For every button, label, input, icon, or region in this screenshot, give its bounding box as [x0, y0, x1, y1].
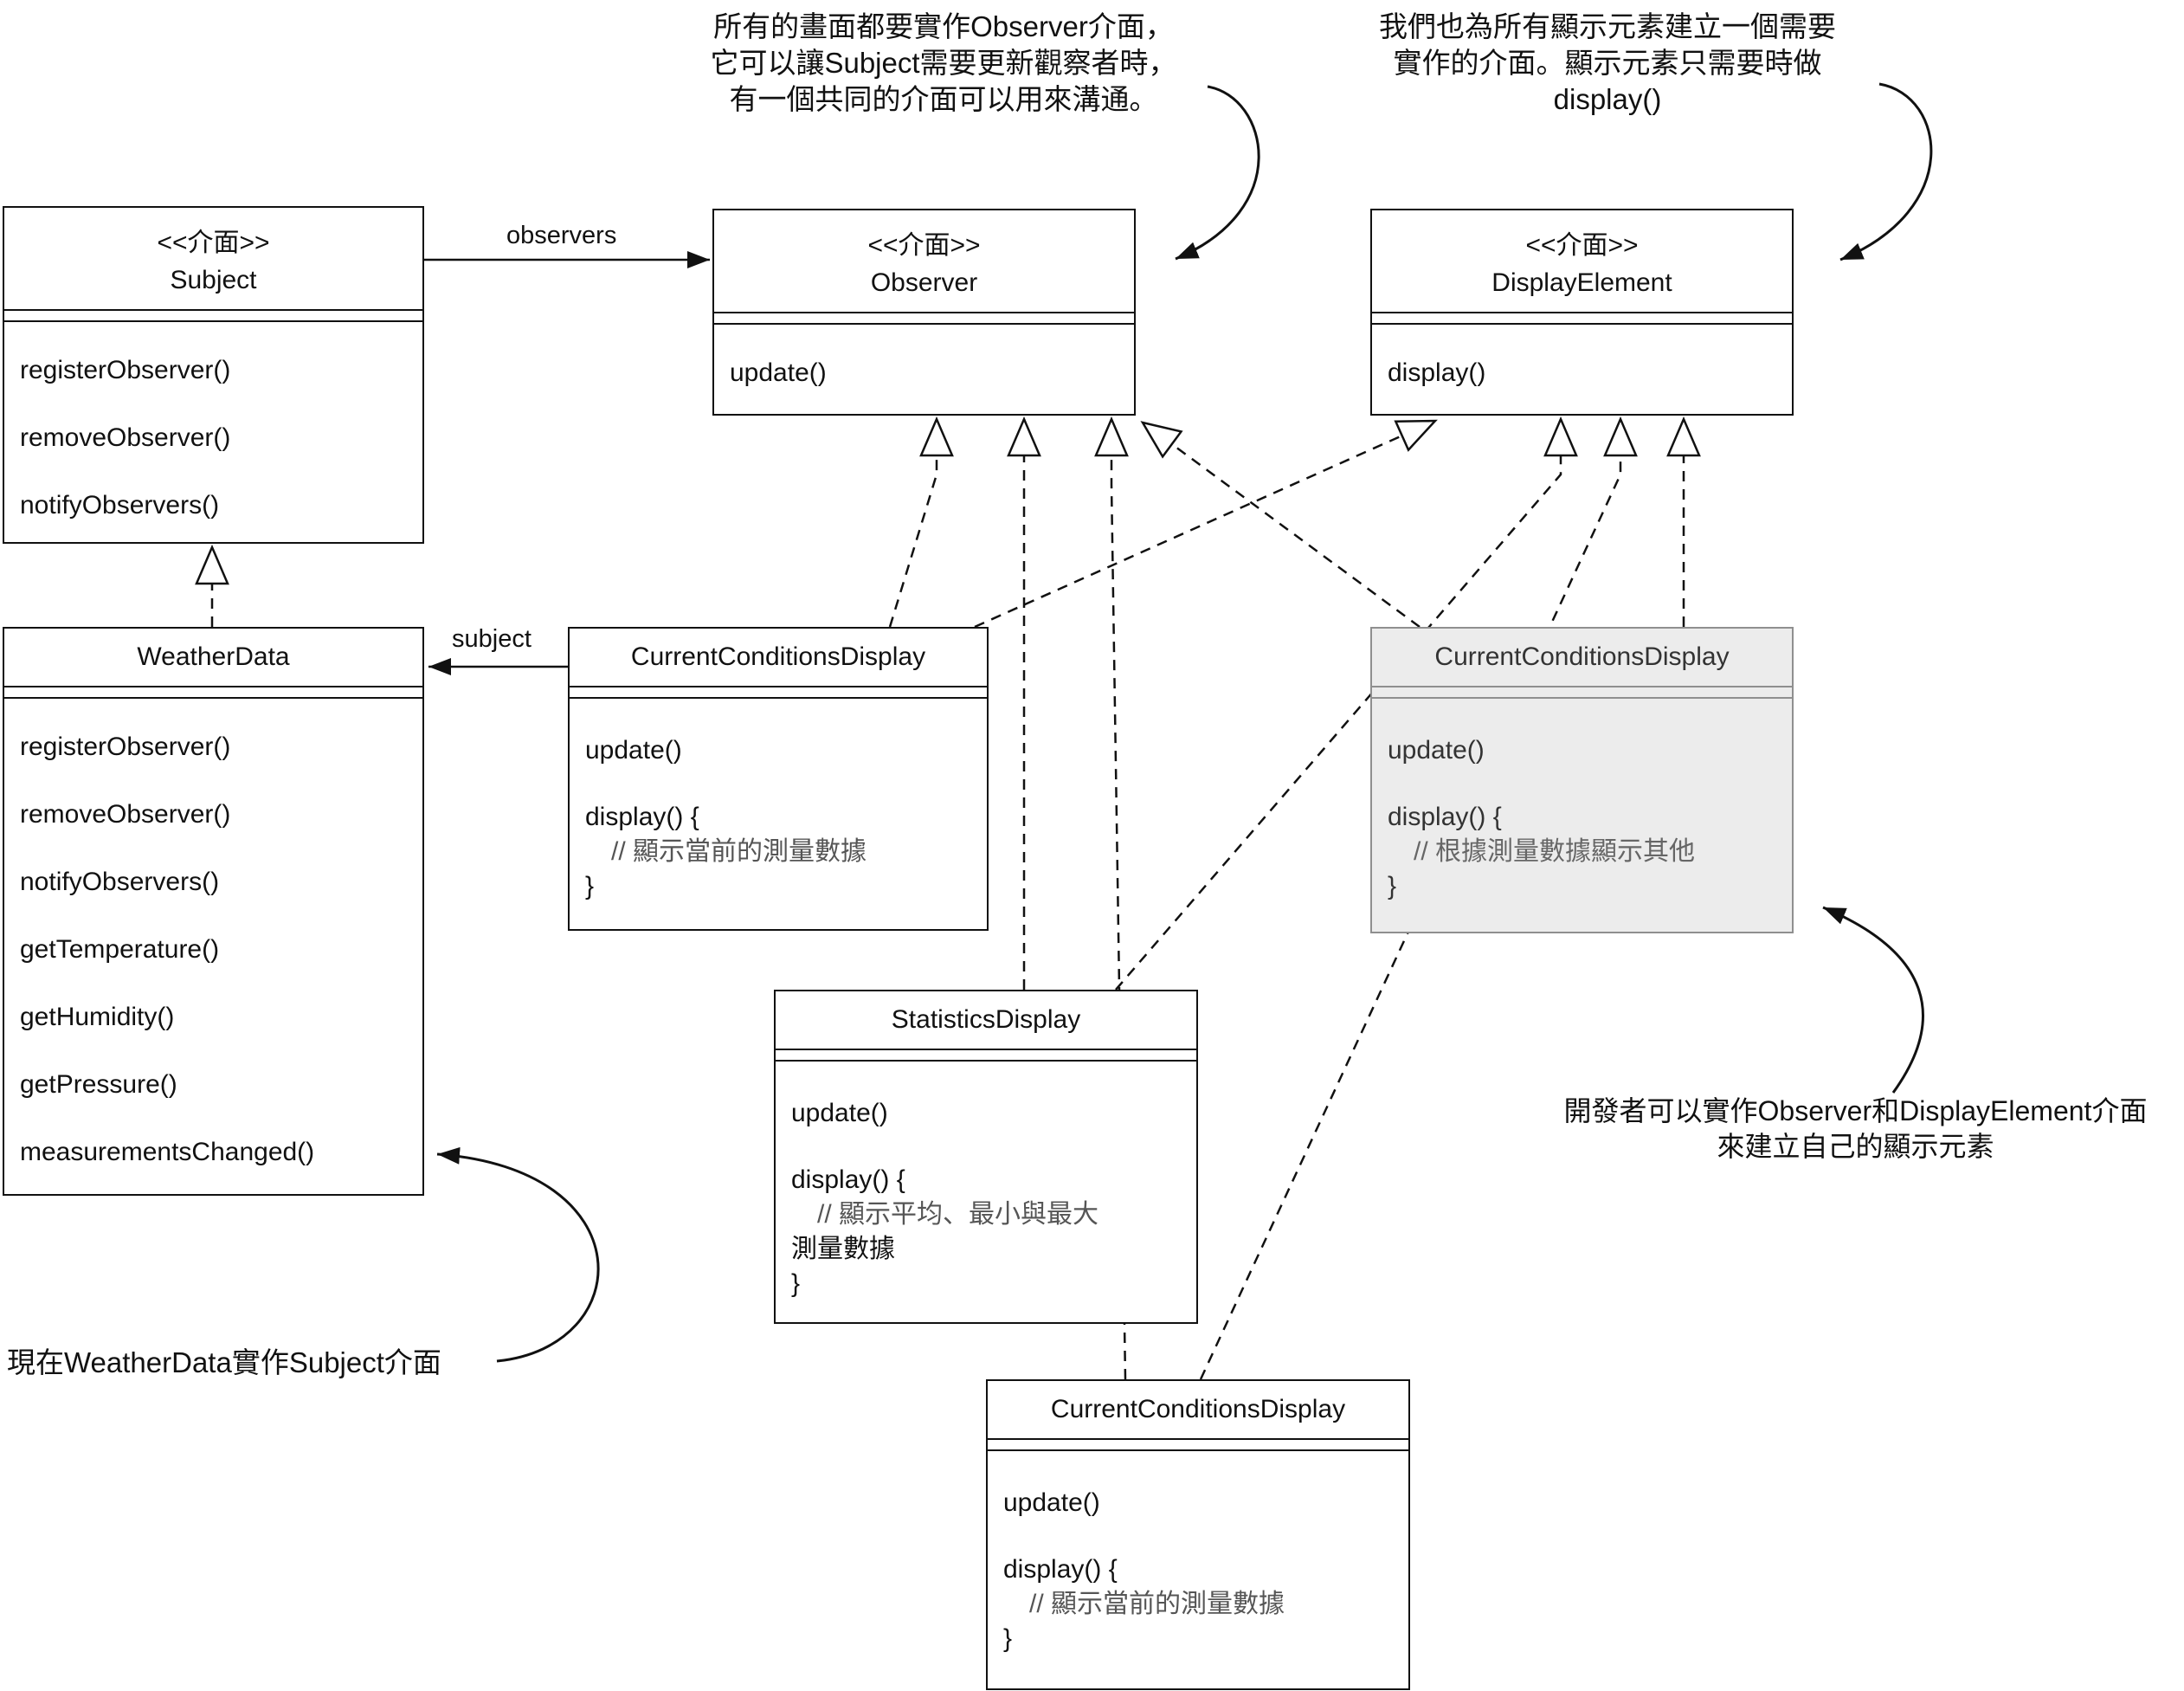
class-stereotype: <<介面>> — [157, 229, 270, 257]
attributes-compartment — [776, 1050, 1196, 1062]
code-comment: // 顯示當前的測量數據 — [1029, 1590, 1285, 1618]
realization-ccd-observer — [888, 416, 954, 628]
methods-compartment: display() — [1372, 325, 1792, 414]
realization-ccdcustom-observer — [1140, 421, 1421, 629]
annotation-right: 開發者可以實作Observer和DisplayElement介面 來建立自己的顯… — [1529, 1094, 2182, 1165]
class-box-displayelement: <<介面>> DisplayElement display() — [1370, 209, 1794, 416]
method: removeObserver() — [20, 423, 231, 452]
method: registerObserver() — [20, 733, 231, 761]
edge-label-observers: observers — [506, 222, 617, 249]
code-line: } — [791, 1269, 801, 1298]
annotation-arrow-displayelement — [1839, 82, 1933, 261]
class-name: Observer — [870, 268, 978, 297]
method: update() — [585, 736, 682, 765]
code-line: } — [1388, 872, 1397, 900]
class-box-currentconditionsdisplay: CurrentConditionsDisplay update() displa… — [568, 627, 989, 931]
class-title: <<介面>> Subject — [4, 208, 422, 311]
method: display() { — [585, 803, 699, 831]
annotation-arrow-weatherdata — [436, 1146, 600, 1363]
method: update() — [1003, 1488, 1100, 1517]
annotation-line: 我們也為所有顯示元素建立一個需要 — [1379, 10, 1836, 42]
annotation-line: 開發者可以實作Observer和DisplayElement介面 — [1563, 1095, 2148, 1126]
methods-compartment: update() display() { // 顯示當前的測量數據 } — [988, 1451, 1408, 1688]
class-name: CurrentConditionsDisplay — [630, 642, 926, 671]
method: getPressure() — [20, 1070, 177, 1099]
method: update() — [791, 1099, 888, 1127]
method: getHumidity() — [20, 1003, 175, 1031]
code-comment: // 根據測量數據顯示其他 — [1414, 837, 1696, 866]
annotation-arrow-observer — [1175, 85, 1260, 261]
method: getTemperature() — [20, 935, 220, 964]
attributes-compartment — [4, 311, 422, 322]
class-name: Subject — [170, 266, 257, 294]
annotation-line: display() — [1553, 83, 1662, 115]
class-stereotype: <<介面>> — [1525, 231, 1639, 260]
annotation-line: 有一個共同的介面可以用來溝通。 — [729, 83, 1158, 115]
class-name: CurrentConditionsDisplay — [1434, 642, 1730, 671]
method: measurementsChanged() — [20, 1138, 315, 1166]
code-line: } — [585, 872, 595, 900]
methods-compartment: update() display() { // 根據測量數據顯示其他 } — [1372, 699, 1792, 932]
attributes-compartment — [1372, 313, 1792, 325]
method: removeObserver() — [20, 800, 231, 829]
method: display() { — [791, 1165, 905, 1194]
attributes-compartment — [714, 313, 1134, 325]
annotation-arrow-customdisplay — [1822, 906, 1924, 1094]
class-name: StatisticsDisplay — [891, 1005, 1081, 1034]
class-stereotype: <<介面>> — [867, 231, 981, 260]
realization-statistics-displayelement — [1115, 416, 1578, 991]
methods-compartment: registerObserver() removeObserver() noti… — [4, 322, 422, 542]
annotation-bottom-left: 現在WeatherData實作Subject介面 — [7, 1346, 441, 1378]
methods-compartment: update() display() { // 顯示平均、最小與最大 測量數據 … — [776, 1062, 1196, 1322]
class-title: CurrentConditionsDisplay — [570, 629, 987, 687]
method: update() — [1388, 736, 1485, 765]
class-box-statisticsdisplay: StatisticsDisplay update() display() { /… — [774, 990, 1198, 1324]
class-name: WeatherData — [137, 642, 290, 671]
methods-compartment: registerObserver() removeObserver() noti… — [4, 699, 422, 1194]
annotation-line: 來建立自己的顯示元素 — [1717, 1131, 1994, 1162]
class-title: CurrentConditionsDisplay — [988, 1381, 1408, 1440]
class-box-weatherdata: WeatherData registerObserver() removeObs… — [3, 627, 424, 1196]
method: notifyObservers() — [20, 491, 220, 520]
class-box-subject: <<介面>> Subject registerObserver() remove… — [3, 206, 424, 544]
method: update() — [730, 358, 827, 387]
method: display() { — [1003, 1555, 1118, 1584]
methods-compartment: update() display() { // 顯示當前的測量數據 } — [570, 699, 987, 929]
annotation-line: 它可以讓Subject需要更新觀察者時， — [710, 47, 1177, 79]
attributes-compartment — [1372, 687, 1792, 699]
annotation-top-right: 我們也為所有顯示元素建立一個需要 實作的介面。顯示元素只需要時做 display… — [1330, 9, 1884, 118]
annotation-line: 所有的畫面都要實作Observer介面， — [713, 10, 1174, 42]
methods-compartment: update() — [714, 325, 1134, 414]
class-title: StatisticsDisplay — [776, 991, 1196, 1050]
method: notifyObservers() — [20, 868, 220, 896]
attributes-compartment — [988, 1440, 1408, 1451]
class-name: DisplayElement — [1491, 268, 1672, 297]
code-line: } — [1003, 1624, 1013, 1653]
annotation-top-left: 所有的畫面都要實作Observer介面， 它可以讓Subject需要更新觀察者時… — [675, 9, 1212, 118]
class-box-observer: <<介面>> Observer update() — [712, 209, 1136, 416]
class-title: <<介面>> Observer — [714, 210, 1134, 313]
realization-ccd-displayelement — [974, 419, 1438, 629]
class-title: <<介面>> DisplayElement — [1372, 210, 1792, 313]
class-title: CurrentConditionsDisplay — [1372, 629, 1792, 687]
method: display() — [1388, 358, 1486, 387]
method: registerObserver() — [20, 356, 231, 384]
code-comment-wrap: 測量數據 — [791, 1235, 895, 1263]
code-comment: // 顯示平均、最小與最大 — [817, 1200, 1099, 1229]
class-title: WeatherData — [4, 629, 422, 687]
class-box-currentconditionsdisplay-custom: CurrentConditionsDisplay update() displa… — [1370, 627, 1794, 933]
class-box-currentconditionsdisplay-bottom: CurrentConditionsDisplay update() displa… — [986, 1379, 1410, 1690]
code-comment: // 顯示當前的測量數據 — [611, 837, 867, 866]
class-name: CurrentConditionsDisplay — [1050, 1395, 1346, 1423]
annotation-line: 實作的介面。顯示元素只需要時做 — [1393, 47, 1822, 79]
method: display() { — [1388, 803, 1502, 831]
realization-ccdbottom-displayelement — [1199, 416, 1638, 1380]
attributes-compartment — [570, 687, 987, 699]
attributes-compartment — [4, 687, 422, 699]
edge-label-subject: subject — [452, 625, 532, 653]
